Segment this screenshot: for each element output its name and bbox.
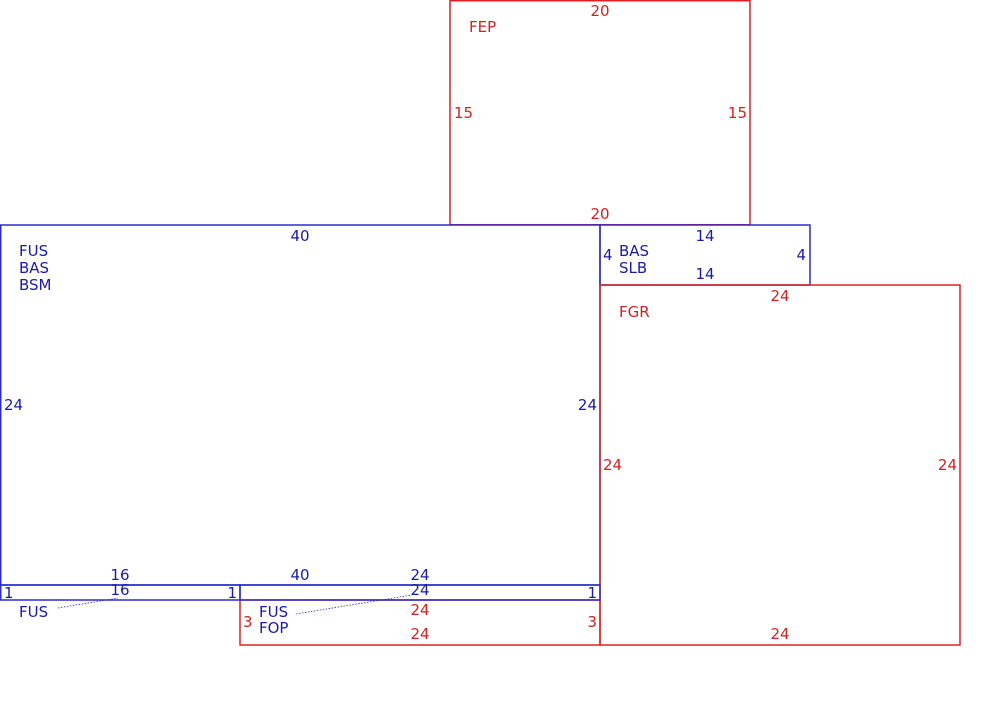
bas-slb-right-dimension: 4	[796, 246, 806, 264]
fgr-right-dimension: 24	[938, 456, 957, 474]
fop-bottom-dimension: 24	[410, 625, 429, 643]
strip-right-above-dimension: 24	[410, 566, 429, 584]
strip-left-leader-line	[57, 597, 119, 609]
main-right-dimension: 24	[578, 396, 597, 414]
fgr-label: FGR	[619, 303, 650, 321]
strip-right-top-dimension: 24	[410, 581, 429, 599]
bas-slb-top-dimension: 14	[695, 227, 714, 245]
fep-area: FEP 20 20 15 15	[449, 0, 751, 226]
fep-top-dimension: 20	[590, 2, 609, 20]
fep-left-dimension: 15	[454, 104, 473, 122]
strip-left-left-dimension: 1	[4, 584, 14, 602]
main-label-bas: BAS	[19, 259, 49, 277]
fgr-outline	[599, 284, 961, 646]
bas-slb-label-bas: BAS	[619, 242, 649, 260]
strip-left-right-dimension: 1	[227, 584, 237, 602]
fep-bottom-dimension: 20	[590, 205, 609, 223]
main-left-dimension: 24	[4, 396, 23, 414]
fep-label: FEP	[469, 18, 496, 36]
bas-slb-label-slb: SLB	[619, 259, 647, 277]
strip-left-area: 16 16 1 1 FUS	[0, 566, 241, 621]
strip-left-above-dimension: 16	[110, 566, 129, 584]
bas-slb-left-dimension: 4	[603, 246, 613, 264]
fop-top-dimension: 24	[410, 601, 429, 619]
bas-slb-bottom-dimension: 14	[695, 265, 714, 283]
fop-area: 24 24 3 3	[239, 599, 601, 646]
main-label-fus: FUS	[19, 242, 48, 260]
strip-right-right-dimension: 1	[587, 584, 597, 602]
fop-left-dimension: 3	[243, 613, 253, 631]
fop-right-dimension: 3	[587, 613, 597, 631]
main-label-bsm: BSM	[19, 276, 52, 294]
main-outline	[0, 224, 601, 586]
strip-right-outline	[239, 584, 601, 601]
strip-right-label: FUS	[259, 603, 288, 621]
main-top-dimension: 40	[290, 227, 309, 245]
fgr-left-dimension: 24	[603, 456, 622, 474]
bas-slb-area: BAS SLB 14 14 4 4	[599, 224, 811, 286]
fgr-bottom-dimension: 24	[770, 625, 789, 643]
strip-left-label: FUS	[19, 603, 48, 621]
fep-right-dimension: 15	[728, 104, 747, 122]
fop-label: FOP	[259, 619, 288, 637]
strip-mid-top-dimension: 40	[290, 566, 309, 584]
strip-right-area: 40 24 24 1 FUS	[239, 566, 601, 621]
fgr-top-dimension: 24	[770, 287, 789, 305]
main-area: FUS BAS BSM 40 24 24	[0, 224, 601, 586]
strip-right-leader-line	[295, 594, 413, 615]
fgr-area: FGR 24 24 24 24	[599, 284, 961, 646]
strip-left-top-dimension: 16	[110, 581, 129, 599]
